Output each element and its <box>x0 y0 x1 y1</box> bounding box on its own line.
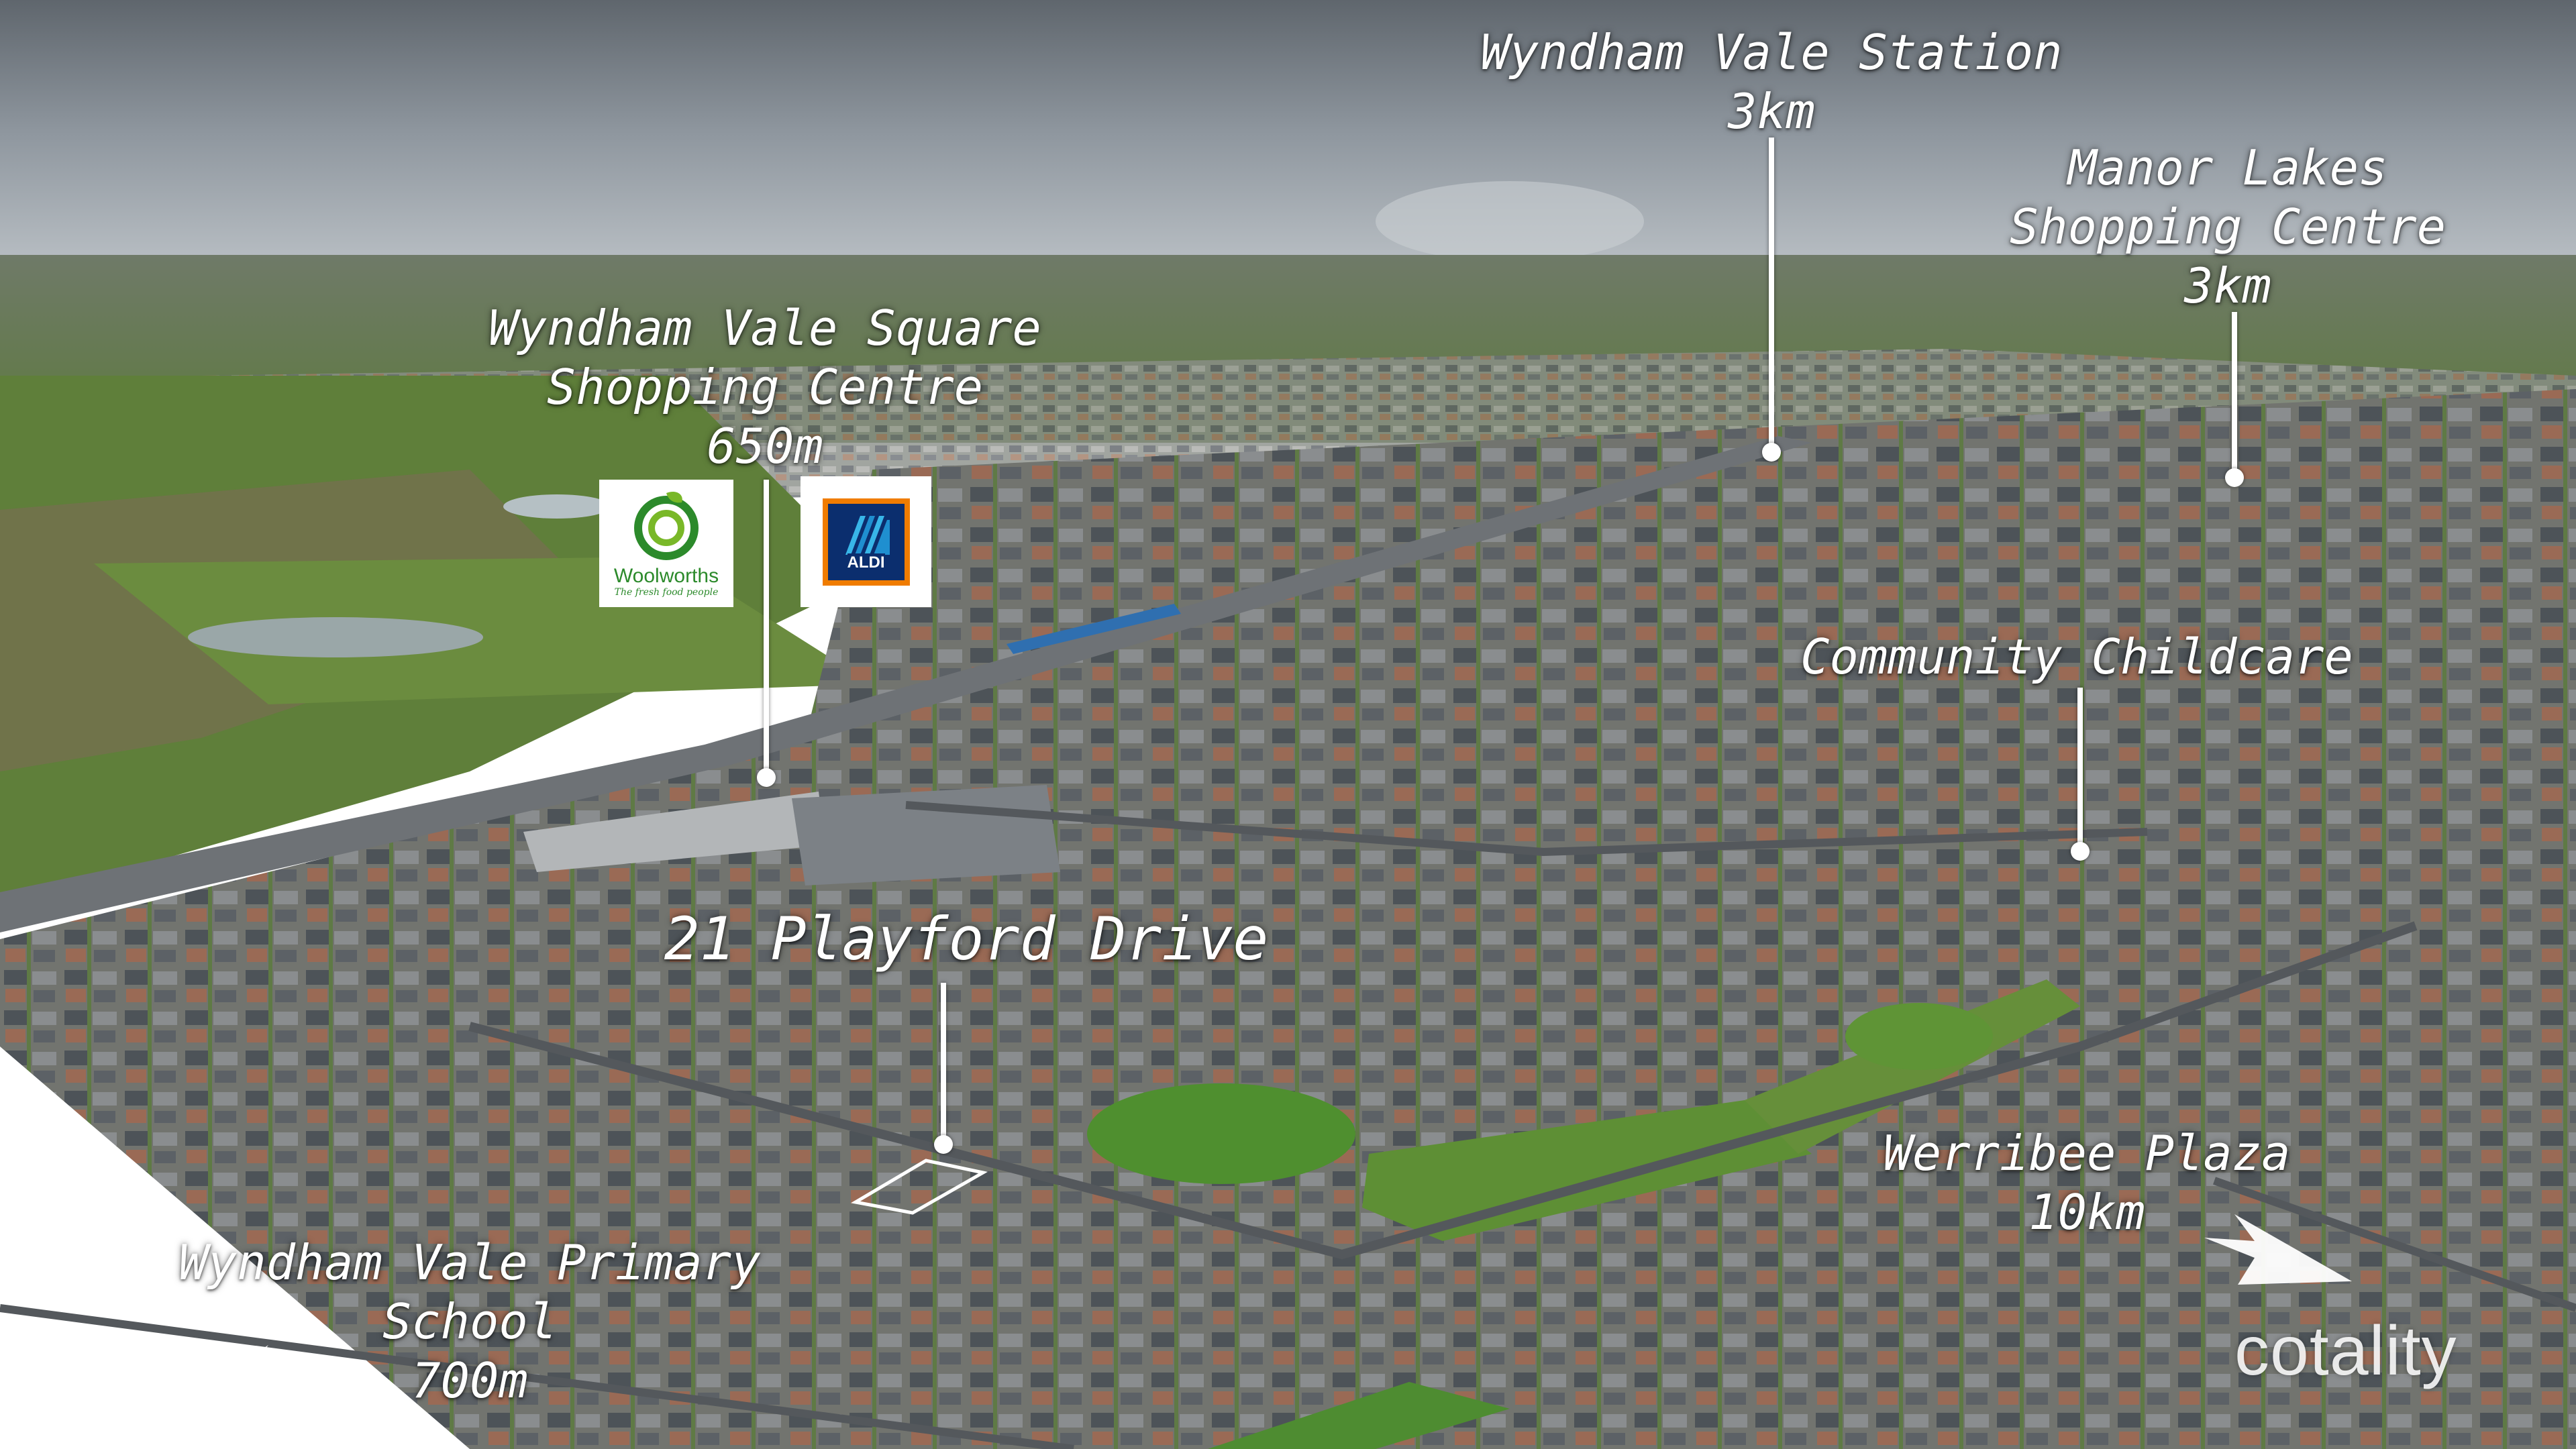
pin-line-property <box>941 983 946 1140</box>
aldi-logo-icon: ALDI <box>801 476 931 607</box>
pin-marker-icon <box>1762 443 1781 462</box>
pin-line-station <box>1769 138 1774 449</box>
woolworths-logo-icon: Woolworths The fresh food people <box>599 480 733 607</box>
label-werribee-plaza: Werribee Plaza 10km <box>1883 1125 2291 1240</box>
pin-line-childcare <box>2077 688 2083 849</box>
pin-line-square <box>764 480 769 775</box>
label-manor-lakes: Manor Lakes Shopping Centre 3km <box>2009 140 2446 314</box>
label-property-address: 21 Playford Drive <box>664 904 1269 973</box>
woolworths-tagline: The fresh food people <box>614 587 719 598</box>
pin-marker-icon <box>757 768 776 787</box>
pin-line-manor <box>2232 312 2237 475</box>
pin-marker-icon <box>2225 468 2244 487</box>
arrow-right-icon <box>2204 1214 2352 1285</box>
aldi-name: ALDI <box>847 553 885 572</box>
woolworths-mark <box>634 491 699 560</box>
arrow-left-icon <box>151 1345 299 1419</box>
aldi-stripes-icon <box>845 515 890 555</box>
aldi-badge: ALDI <box>822 498 910 586</box>
property-outline <box>851 1159 988 1215</box>
label-wyndham-vale-station: Wyndham Vale Station 3km <box>1480 24 2063 140</box>
cotality-watermark: cotality <box>2234 1312 2457 1390</box>
label-community-childcare: Community Childcare <box>1800 629 2353 685</box>
woolworths-name: Woolworths <box>613 565 719 587</box>
pin-marker-icon <box>934 1135 953 1154</box>
label-wyndham-vale-square: Wyndham Vale Square Shopping Centre 650m <box>488 300 1041 474</box>
pin-marker-icon <box>2071 842 2090 861</box>
label-primary-school: Wyndham Vale Primary School 700m <box>178 1234 761 1409</box>
